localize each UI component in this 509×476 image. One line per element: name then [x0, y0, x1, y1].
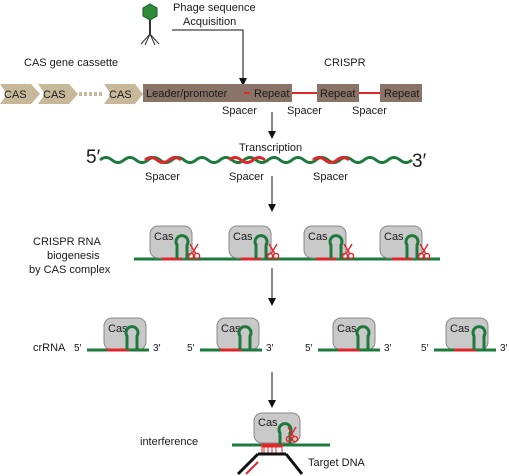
- svg-text:3′: 3′: [384, 343, 392, 354]
- crrna-label: crRNA: [33, 342, 66, 354]
- leader-label: Leader/promoter: [146, 88, 228, 100]
- svg-text:CAS: CAS: [4, 89, 27, 101]
- repeat-label-3: Repeat: [384, 88, 419, 100]
- repeat-box-3: [380, 84, 422, 102]
- repeat-box-1: [250, 84, 292, 102]
- target-dna-label: Target DNA: [308, 457, 366, 469]
- transcript-5prime: 5′: [86, 147, 101, 168]
- transcript-spacer-2: [228, 156, 266, 164]
- cas-label: Cas: [154, 231, 174, 243]
- spacer-label-b2: Spacer: [229, 171, 264, 183]
- spacer-label-b3: Spacer: [313, 171, 348, 183]
- svg-text:Cas: Cas: [337, 323, 357, 335]
- interference-label: interference: [140, 436, 198, 448]
- phage-label-2: Acquisition: [183, 16, 236, 28]
- svg-text:3′: 3′: [266, 343, 274, 354]
- target-dna: [236, 452, 304, 476]
- biogenesis-label-2: biogenesis: [47, 250, 100, 262]
- cas-label: Cas: [308, 231, 328, 243]
- transcript-spacer-1: [144, 156, 182, 164]
- svg-text:5′: 5′: [305, 343, 313, 354]
- svg-text:Cas: Cas: [258, 417, 278, 429]
- biogenesis-label-3: by CAS complex: [29, 264, 111, 276]
- repeat-label-2: Repeat: [320, 88, 355, 100]
- biogenesis-complex-1: Cas: [149, 225, 201, 261]
- phage-label-1: Phage sequence: [173, 2, 256, 14]
- svg-text:Cas: Cas: [450, 323, 470, 335]
- svg-text:5′: 5′: [421, 343, 429, 354]
- repeat-box-2: [317, 84, 359, 102]
- cas-label: Cas: [233, 231, 253, 243]
- crrna-complex-3: Cas 5′ 3′: [305, 317, 392, 354]
- svg-text:5′: 5′: [74, 343, 82, 354]
- leader-box: [143, 84, 250, 102]
- transcription-label: Transcription: [239, 142, 302, 154]
- cas-gene-3: CAS: [104, 84, 143, 104]
- biogenesis-complex-4: Cas: [379, 225, 431, 261]
- cas-gene-2: CAS: [38, 84, 78, 104]
- crrna-complexes: Cas 5′ 3′ Cas 5′ 3′ Cas 5′ 3′ Cas 5′ 3′: [74, 317, 508, 354]
- spacer-label-b1: Spacer: [145, 171, 180, 183]
- svg-text:CAS: CAS: [43, 89, 66, 101]
- crispr-label: CRISPR: [324, 57, 366, 69]
- interference-complex: Cas: [232, 412, 330, 454]
- biogenesis-complex-2: Cas: [228, 225, 280, 261]
- cas-gene-1: CAS: [0, 84, 40, 104]
- spacer-label-a1: Spacer: [222, 105, 257, 117]
- biogenesis-label-1: CRISPR RNA: [33, 236, 102, 248]
- spacer-label-a3: Spacer: [352, 105, 387, 117]
- phage-icon: [140, 3, 160, 46]
- biogenesis-complexes: Cas Cas Cas Cas: [149, 225, 431, 261]
- svg-text:Cas: Cas: [221, 323, 241, 335]
- transcript-spacer-3: [312, 156, 350, 164]
- svg-text:CAS: CAS: [109, 89, 132, 101]
- transcript-3prime: 3′: [412, 151, 427, 172]
- svg-text:3′: 3′: [153, 343, 161, 354]
- crrna-complex-4: Cas 5′ 3′: [421, 317, 508, 354]
- biogenesis-complex-3: Cas: [303, 225, 355, 261]
- svg-text:5′: 5′: [187, 343, 195, 354]
- svg-text:3′: 3′: [500, 343, 508, 354]
- crrna-complex-1: Cas 5′ 3′: [74, 317, 161, 354]
- cas-label: Cas: [384, 231, 404, 243]
- crrna-complex-2: Cas 5′ 3′: [187, 317, 274, 354]
- cas-cassette-label: CAS gene cassette: [24, 57, 118, 69]
- repeat-label-1: Repeat: [254, 88, 289, 100]
- acquisition-arrow: [172, 29, 247, 86]
- spacer-label-a2: Spacer: [287, 105, 322, 117]
- svg-text:Cas: Cas: [108, 323, 128, 335]
